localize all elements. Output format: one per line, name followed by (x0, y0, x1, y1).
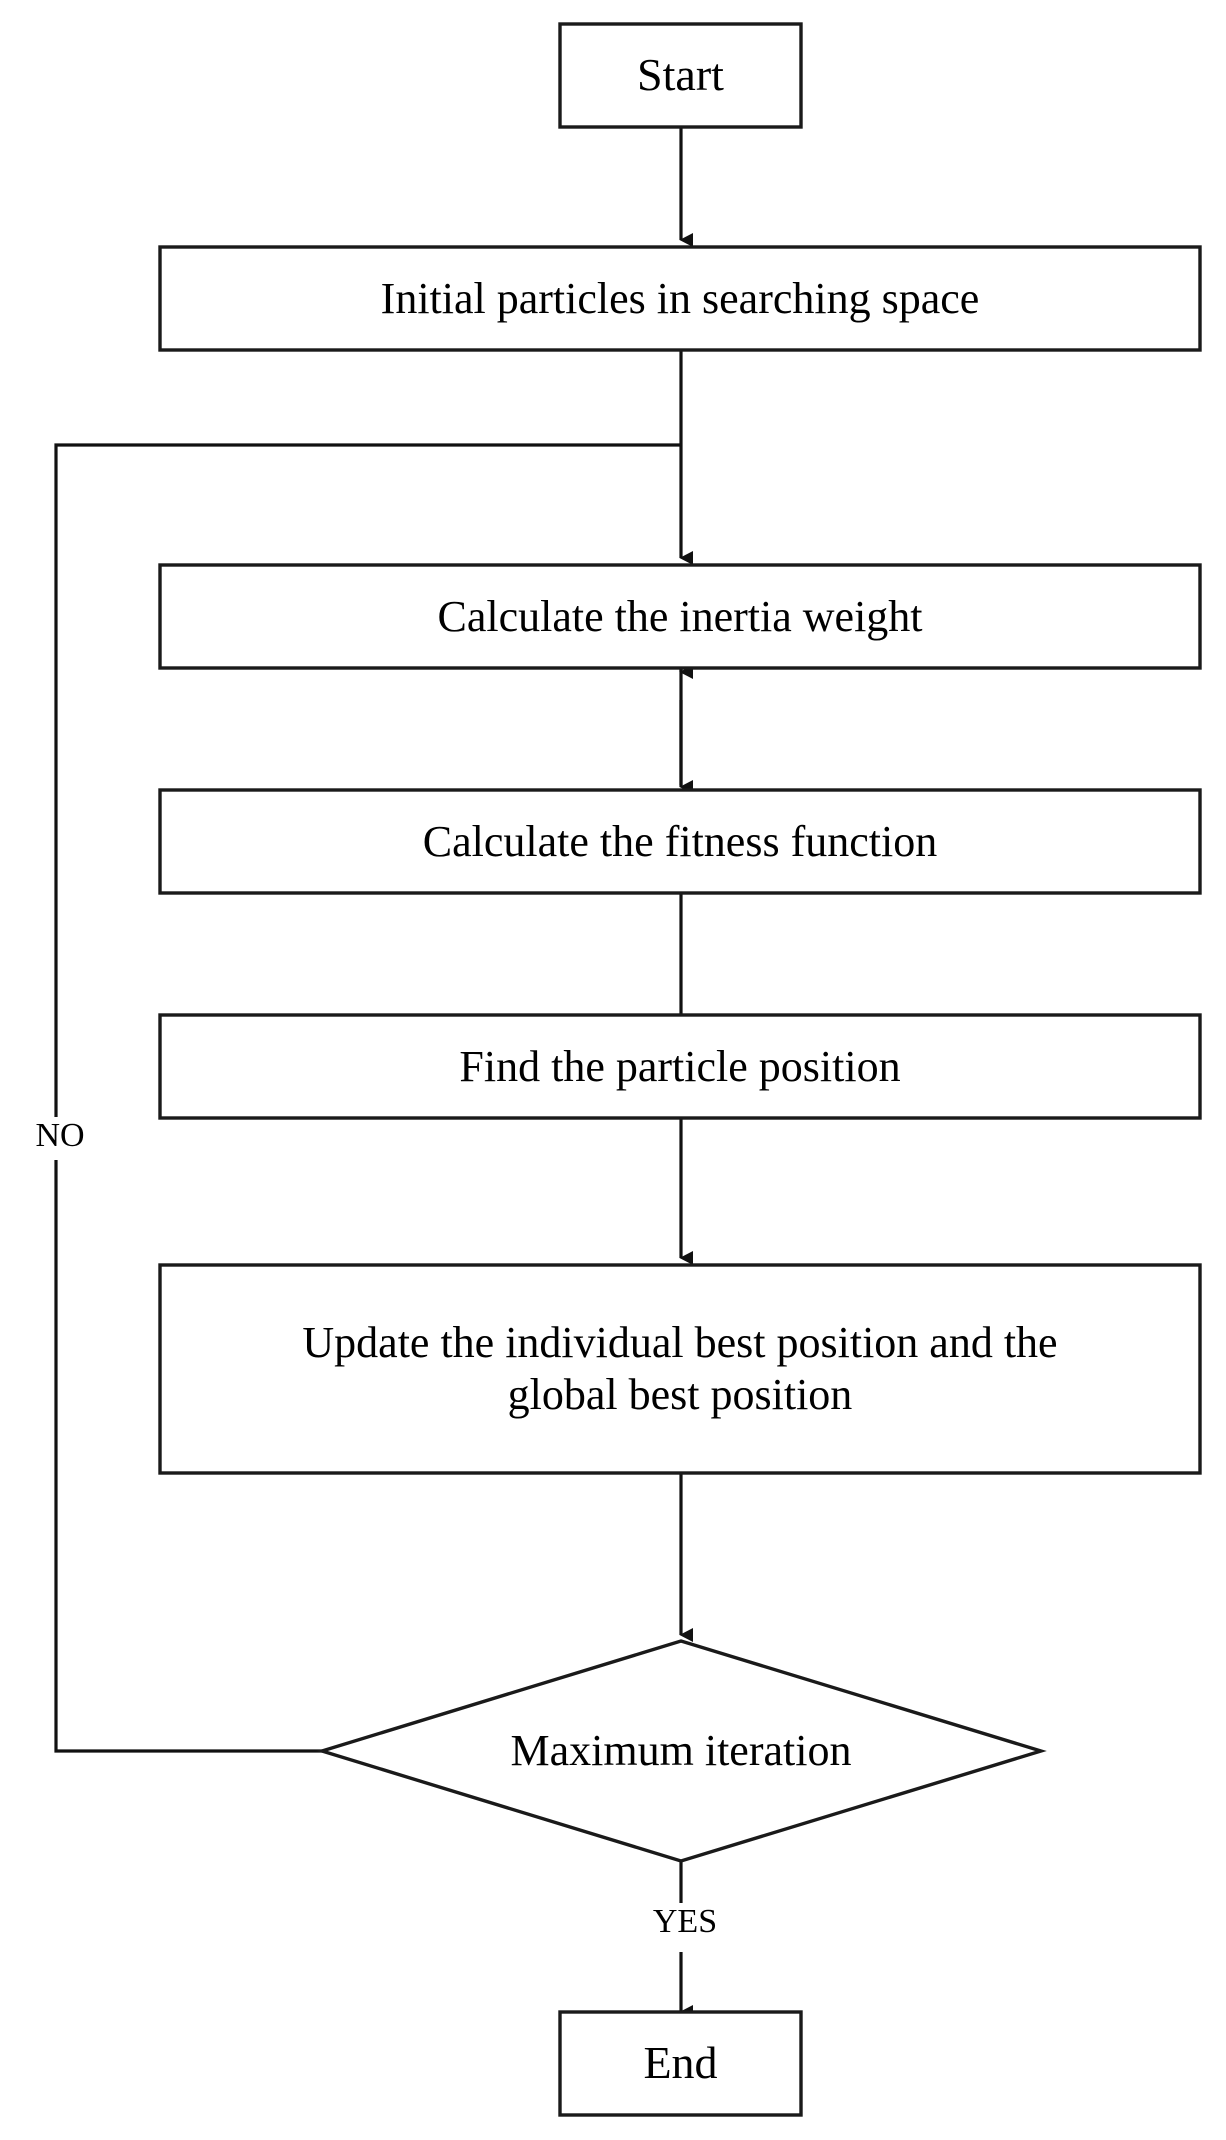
node-end[interactable] (560, 2012, 801, 2115)
node-initial-particles[interactable] (160, 247, 1200, 350)
node-end-shape (558, 2010, 803, 2117)
node-start-shape (558, 22, 803, 129)
edge-maxiter-no-loop-lower (54, 1160, 322, 1753)
node-inertia-shape (158, 563, 1202, 670)
node-maxiter-shape (316, 1639, 1047, 1863)
node-update-shape (158, 1263, 1202, 1475)
node-init-shape (158, 245, 1202, 352)
node-update-best-positions[interactable] (160, 1265, 1200, 1473)
node-fitness-shape (158, 788, 1202, 895)
node-calculate-fitness-function[interactable] (160, 790, 1200, 893)
node-calculate-inertia-weight[interactable] (160, 565, 1200, 668)
node-maximum-iteration-decision[interactable] (322, 1641, 1041, 1861)
node-find-particle-position[interactable] (160, 1015, 1200, 1118)
node-find-shape (158, 1013, 1202, 1120)
edge-maxiter-no-loop-upper (54, 443, 681, 1118)
node-start[interactable] (560, 24, 801, 127)
